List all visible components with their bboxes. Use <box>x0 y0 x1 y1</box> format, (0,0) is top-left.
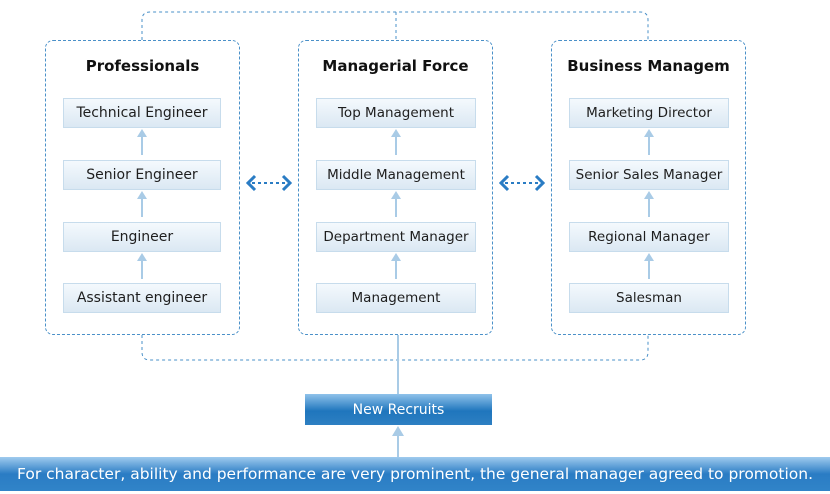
footer-banner: For character, ability and performance a… <box>0 457 830 491</box>
role-box: Assistant engineer <box>63 283 221 313</box>
role-box: Middle Management <box>316 160 476 190</box>
up-arrow-icon <box>391 129 401 155</box>
panel-professionals: Professionals Technical Engineer Senior … <box>45 40 240 335</box>
panel-business-management: Business Managem Marketing Director Seni… <box>551 40 746 335</box>
role-box: Marketing Director <box>569 98 729 128</box>
up-arrow-icon <box>391 191 401 217</box>
role-box: Senior Sales Manager <box>569 160 729 190</box>
panel-title: Professionals <box>85 57 200 75</box>
new-recruits-box: New Recruits <box>305 394 492 425</box>
bidirectional-arrow-icon <box>499 174 545 192</box>
panel-managerial-force: Managerial Force Top Management Middle M… <box>298 40 493 335</box>
bidirectional-arrow-icon <box>246 174 292 192</box>
panel-title: Managerial Force <box>322 57 469 75</box>
up-arrow-icon <box>644 253 654 279</box>
up-arrow-icon <box>137 129 147 155</box>
role-box: Regional Manager <box>569 222 729 252</box>
role-box: Engineer <box>63 222 221 252</box>
role-box: Technical Engineer <box>63 98 221 128</box>
up-arrow-icon <box>137 253 147 279</box>
up-arrow-icon <box>644 129 654 155</box>
up-arrow-icon <box>137 191 147 217</box>
up-arrow-icon <box>644 191 654 217</box>
role-box: Salesman <box>569 283 729 313</box>
role-box: Management <box>316 283 476 313</box>
role-box: Top Management <box>316 98 476 128</box>
role-box: Department Manager <box>316 222 476 252</box>
role-box: Senior Engineer <box>63 160 221 190</box>
panel-title: Business Managem <box>567 57 730 75</box>
up-arrow-icon <box>391 253 401 279</box>
